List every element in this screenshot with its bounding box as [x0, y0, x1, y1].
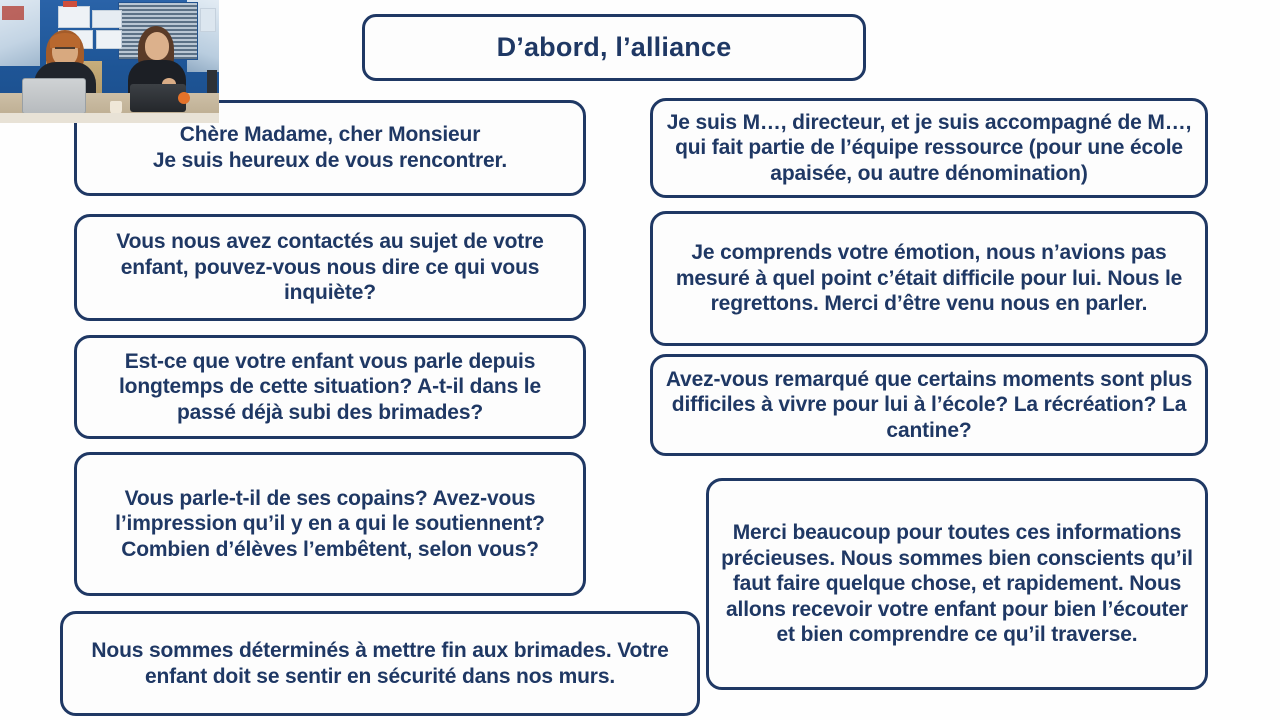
wall-poster — [63, 1, 77, 7]
slide-title: D’abord, l’alliance — [362, 14, 866, 81]
callout-self-introduction: Je suis M…, directeur, et je suis accomp… — [650, 98, 1208, 198]
window-left — [0, 0, 40, 66]
person-right-head — [145, 32, 169, 60]
laptop-silver — [22, 78, 86, 114]
callout-empathy-regret: Je comprends votre émotion, nous n’avion… — [650, 211, 1208, 346]
callout-greeting: Chère Madame, cher Monsieur Je suis heur… — [74, 100, 586, 196]
wall-poster — [200, 8, 216, 32]
orange-fruit — [178, 92, 190, 104]
callout-friends-support: Vous parle-t-il de ses copains? Avez-vou… — [74, 452, 586, 596]
mug — [110, 101, 122, 115]
person-left-fringe — [50, 33, 80, 48]
callout-contact-reason: Vous nous avez contactés au sujet de vot… — [74, 214, 586, 321]
wall-poster — [92, 10, 122, 28]
webcam-scene — [0, 0, 219, 123]
webcam-video-overlay[interactable] — [0, 0, 219, 123]
laptop-dark — [130, 84, 186, 112]
wall-poster — [96, 30, 122, 49]
callout-situation-duration: Est-ce que votre enfant vous parle depui… — [74, 335, 586, 439]
wall-poster — [58, 6, 90, 28]
callout-difficult-moments: Avez-vous remarqué que certains moments … — [650, 354, 1208, 456]
monitor — [207, 70, 217, 102]
person-left-glasses — [55, 47, 75, 55]
callout-commitment-safety: Nous sommes déterminés à mettre fin aux … — [60, 611, 700, 716]
callout-thanks-next-steps: Merci beaucoup pour toutes ces informati… — [706, 478, 1208, 690]
desk-edge — [0, 113, 219, 123]
